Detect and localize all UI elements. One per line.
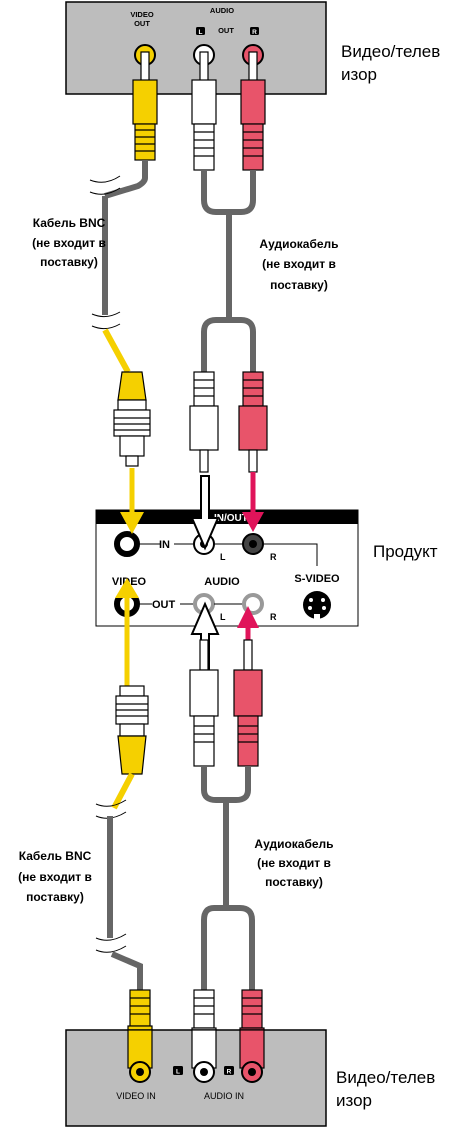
product-in-label: IN (159, 539, 170, 551)
mid-audio-r-plug-bottom (233, 639, 263, 767)
top-video-plug (132, 51, 158, 161)
top-left-badge (196, 27, 205, 35)
bnc-bottom-label-3: поставку) (26, 890, 84, 904)
bottom-bnc-connector (115, 685, 149, 775)
top-video-out-label-2: OUT (134, 19, 150, 28)
bottom-left-badge (173, 1066, 183, 1075)
bnc-bottom-label-2: (не входит в (18, 870, 92, 884)
product-r-in: R (270, 552, 277, 562)
top-audio-label: AUDIO (210, 6, 234, 15)
audio-bottom-label-1: Аудиокабель (254, 837, 333, 851)
bottom-right-badge-text: R (227, 1069, 232, 1076)
product-l-out: L (220, 612, 226, 622)
product-header: IN/OUT (214, 513, 248, 524)
mid-audio-l-plug-bottom (189, 639, 219, 767)
top-audio-out-label: OUT (218, 26, 234, 35)
top-audio-l-plug (191, 51, 217, 171)
arrow-video-out (115, 578, 139, 690)
top-device-name-2: изор (341, 65, 377, 84)
bnc-top-label-1: Кабель BNC (33, 216, 106, 230)
bottom-video-cable (95, 772, 143, 990)
bnc-top-label-2: (не входит в (32, 236, 106, 250)
arrow-audio-in-l (190, 475, 220, 551)
arrow-video-in (120, 468, 144, 534)
top-right-badge-text: R (252, 29, 257, 36)
bottom-audio-cable (201, 766, 255, 990)
product-name: Продукт (373, 542, 438, 561)
top-left-badge-text: L (199, 29, 203, 36)
top-right-badge (250, 27, 259, 35)
bottom-video-in-label: VIDEO IN (116, 1091, 156, 1101)
audio-bottom-label-3: поставку) (265, 875, 323, 889)
product-out-label: OUT (152, 599, 176, 611)
top-audio-cable (201, 170, 256, 372)
mid-audio-r-plug-top (238, 371, 268, 473)
top-video-cable (89, 160, 148, 374)
product-svideo-jack (303, 591, 331, 619)
bnc-top-label-3: поставку) (40, 255, 98, 269)
top-audio-r-plug (240, 51, 266, 171)
bottom-device-name-2: изор (336, 1091, 372, 1110)
top-video-out-label: VIDEO (130, 10, 154, 19)
audio-bottom-label-2: (не входит в (257, 856, 331, 870)
product-video-in-jack (114, 531, 140, 557)
bottom-device: L R VIDEO IN AUDIO IN (65, 1029, 327, 1127)
audio-top-label-1: Аудиокабель (259, 237, 338, 251)
bnc-bottom-label-1: Кабель BNC (19, 849, 92, 863)
top-bnc-connector (113, 371, 151, 467)
top-device-name: Видео/телев (341, 42, 440, 61)
audio-top-label-2: (не входит в (262, 257, 336, 271)
product-audio-label: AUDIO (204, 576, 240, 588)
bottom-audio-in-label: AUDIO IN (204, 1091, 244, 1101)
mid-audio-l-plug-top (189, 371, 219, 473)
audio-top-label-3: поставку) (270, 278, 328, 292)
product-svideo-label: S-VIDEO (294, 573, 340, 585)
product-r-out: R (270, 612, 277, 622)
bottom-device-name: Видео/телев (336, 1068, 435, 1087)
arrow-audio-in-r (242, 472, 264, 532)
product-l-in: L (220, 552, 226, 562)
bottom-right-badge (224, 1066, 234, 1075)
bottom-left-badge-text: L (176, 1069, 180, 1076)
